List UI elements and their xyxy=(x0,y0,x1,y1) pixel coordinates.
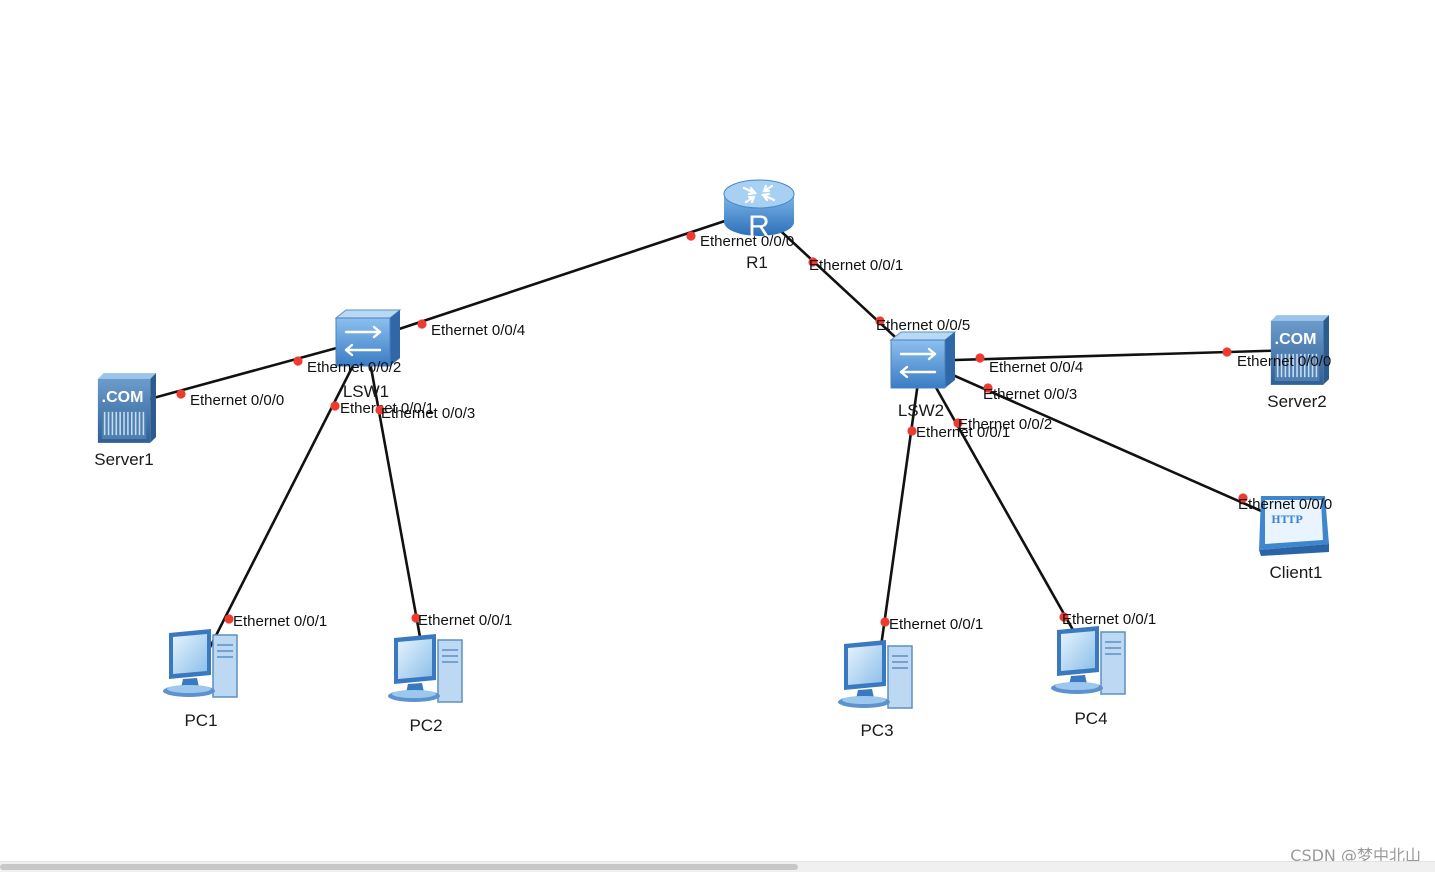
port-label: Ethernet 0/0/4 xyxy=(989,359,1083,376)
device-client1[interactable]: HTTP Client1 xyxy=(1259,496,1329,582)
device-label: PC4 xyxy=(1074,709,1107,728)
device-r1[interactable]: R1 xyxy=(722,178,796,272)
device-label: PC2 xyxy=(409,716,442,735)
port-dot[interactable] xyxy=(1238,493,1248,503)
port-dot[interactable] xyxy=(907,426,917,436)
port-dot[interactable] xyxy=(1222,347,1232,357)
pc-icon[interactable] xyxy=(387,634,463,703)
device-label: Server1 xyxy=(94,450,154,469)
link-r1-lsw2[interactable] xyxy=(757,209,922,362)
server-badge: .COM xyxy=(1275,331,1317,348)
port-dot[interactable] xyxy=(875,316,885,326)
device-pc2[interactable]: PC2 xyxy=(387,634,463,735)
port-label: Ethernet 0/0/3 xyxy=(983,386,1077,403)
pc-icon[interactable] xyxy=(162,629,238,698)
port-dot[interactable] xyxy=(880,617,890,627)
device-lsw2[interactable]: LSW2 xyxy=(889,330,957,420)
port-dot[interactable] xyxy=(953,418,963,428)
port-label: Ethernet 0/0/5 xyxy=(876,317,970,334)
port-dot[interactable] xyxy=(983,383,993,393)
watermark: CSDN @梦中北山 xyxy=(1290,846,1421,865)
port-dot[interactable] xyxy=(176,389,186,399)
device-server1[interactable]: .COM Server1 xyxy=(94,372,156,469)
device-lsw1[interactable]: LSW1 xyxy=(334,308,402,401)
port-dot[interactable] xyxy=(293,356,303,366)
link-lsw2-pc4[interactable] xyxy=(919,360,1092,661)
client-badge: HTTP xyxy=(1271,515,1303,526)
link-lsw1-server1[interactable] xyxy=(123,338,367,408)
scrollbar-thumb[interactable] xyxy=(0,864,798,870)
device-pc3[interactable]: PC3 xyxy=(837,640,913,740)
server-badge: .COM xyxy=(102,389,144,406)
port-label: Ethernet 0/0/0 xyxy=(1238,496,1332,513)
port-label: Ethernet 0/0/3 xyxy=(381,405,475,422)
port-dot[interactable] xyxy=(330,401,340,411)
port-dot[interactable] xyxy=(975,353,985,363)
port-label: Ethernet 0/0/0 xyxy=(700,233,794,250)
device-label: R1 xyxy=(746,253,768,272)
link-r1-lsw1[interactable] xyxy=(365,208,759,342)
port-dot[interactable] xyxy=(808,257,818,267)
device-label: Server2 xyxy=(1267,392,1327,411)
server-icon[interactable] xyxy=(97,372,156,444)
links-layer xyxy=(123,208,1298,676)
port-label: Ethernet 0/0/1 xyxy=(418,612,512,629)
device-label: PC1 xyxy=(184,711,217,730)
port-label: Ethernet 0/0/2 xyxy=(958,416,1052,433)
device-label: PC3 xyxy=(860,721,893,740)
port-label: Ethernet 0/0/2 xyxy=(307,359,401,376)
horizontal-scrollbar[interactable] xyxy=(0,861,1435,872)
port-dot[interactable] xyxy=(411,613,421,623)
link-lsw2-client1[interactable] xyxy=(920,359,1294,527)
device-label: LSW1 xyxy=(343,382,389,401)
device-server2[interactable]: .COM Server2 xyxy=(1267,314,1329,411)
port-label: Ethernet 0/0/1 xyxy=(1062,611,1156,628)
pc-icon[interactable] xyxy=(1050,626,1126,695)
server-icon[interactable] xyxy=(1270,314,1329,386)
port-label: Ethernet 0/0/1 xyxy=(889,616,983,633)
port-dot[interactable] xyxy=(1059,612,1069,622)
port-label: Ethernet 0/0/1 xyxy=(916,424,1010,441)
port-dot[interactable] xyxy=(417,319,427,329)
port-dot[interactable] xyxy=(224,614,234,624)
switch-icon[interactable] xyxy=(334,308,402,368)
port-label: Ethernet 0/0/4 xyxy=(431,322,525,339)
port-dot[interactable] xyxy=(686,231,696,241)
port-label: Ethernet 0/0/1 xyxy=(809,257,903,274)
port-dot[interactable] xyxy=(375,405,385,415)
device-pc4[interactable]: PC4 xyxy=(1050,626,1126,728)
switch-icon[interactable] xyxy=(889,330,957,390)
port-label: Ethernet 0/0/1 xyxy=(340,400,434,417)
device-pc1[interactable]: PC1 xyxy=(162,629,238,730)
pc-icon[interactable] xyxy=(837,640,913,709)
device-label: Client1 xyxy=(1270,563,1323,582)
port-label: Ethernet 0/0/0 xyxy=(190,392,284,409)
port-label: Ethernet 0/0/1 xyxy=(233,613,327,630)
port-label: Ethernet 0/0/0 xyxy=(1237,353,1331,370)
link-lsw1-pc1[interactable] xyxy=(199,339,368,666)
device-label: LSW2 xyxy=(898,401,944,420)
